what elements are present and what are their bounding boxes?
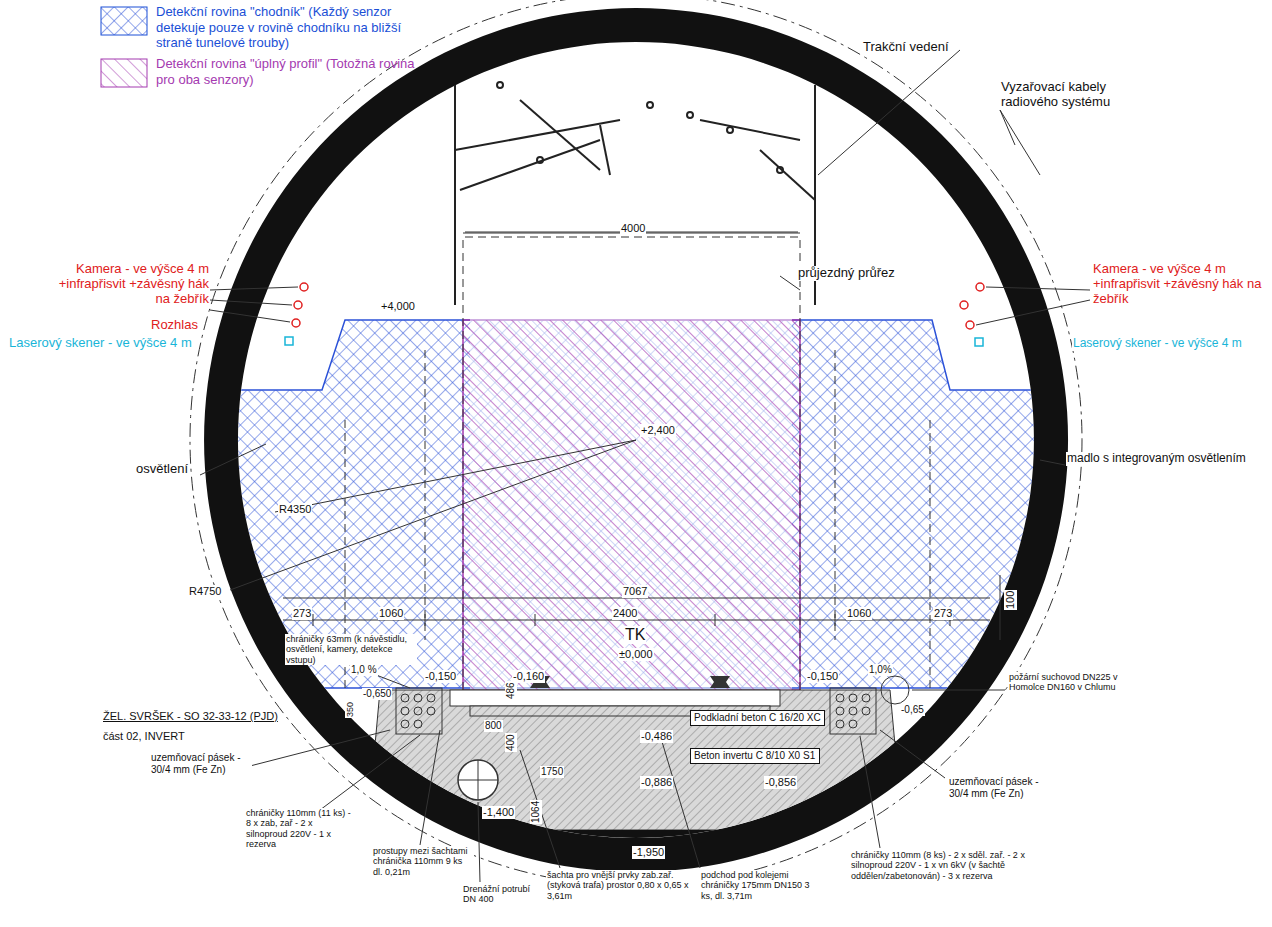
annotation-label: podchod pod kolejemi chráničky 175mm DN1… <box>700 870 817 901</box>
box-text: Podkladní beton C 16/20 XC <box>694 712 821 723</box>
annotation-label: -0,160 <box>512 670 545 683</box>
annotation-label: +2,400 <box>640 424 676 437</box>
annotation-label: 7067 <box>622 585 648 598</box>
annotation-label: chráničky 110mm (8 ks) - 2 x sděl. zař. … <box>850 850 1067 881</box>
annotation-label: ŽEL. SVRŠEK - SO 32-33-12 (PJD) <box>102 710 279 723</box>
dimension-text: 486 <box>505 681 517 700</box>
dimension-text: 350 <box>345 701 355 718</box>
tunnel-lining <box>204 8 1068 872</box>
annotation-label: prostupy mezi šachtami chránička 110mm 9… <box>372 846 474 877</box>
annotation-label: -0,150 <box>424 670 457 683</box>
annotation-label: +4,000 <box>380 300 416 313</box>
annotation-label: -0,486 <box>640 730 673 743</box>
annotation-label: Rozhlas <box>150 318 199 333</box>
annotation-label: požární suchovod DN225 v Homolce DN160 v… <box>1008 672 1130 693</box>
legend-text: Detekční rovina "úplný profil" (Totožná … <box>156 56 421 87</box>
outline-dash <box>190 0 1082 886</box>
box-text: Beton invertu C 8/10 X0 S1 <box>694 750 815 761</box>
annotation-label: -0,150 <box>806 670 839 683</box>
annotation-label: -0,886 <box>640 776 673 789</box>
annotation-label: 273 <box>292 607 312 620</box>
annotation-label: Kamera - ve výšce 4 m +infrapřisvit +záv… <box>40 262 210 307</box>
legend-swatch <box>100 6 148 36</box>
annotation-label: 1,0 % <box>350 664 378 676</box>
annotation-label: -1,400 <box>482 806 515 819</box>
annotation-label: 800 <box>484 720 503 732</box>
material-box: Beton invertu C 8/10 X0 S1 <box>690 748 820 764</box>
annotation-label: 4000 <box>620 222 646 235</box>
annotation-label: 1060 <box>378 607 404 620</box>
annotation-label: Laserový skener - ve výšce 4 m <box>1072 337 1243 351</box>
invert-concrete <box>370 690 900 830</box>
annotation-label: část 02, INVERT <box>102 730 186 743</box>
annotation-label: R4750 <box>188 585 222 598</box>
annotation-label: Laserový skener - ve výšce 4 m <box>8 336 193 351</box>
annotation-label: průjezdný průřez <box>797 266 896 281</box>
annotation-label: 1750 <box>540 766 564 778</box>
dimension-text: 400 <box>505 733 517 752</box>
annotation-label: 1060 <box>846 607 872 620</box>
annotation-label: 2400 <box>612 607 638 620</box>
annotation-label: R4350 <box>278 503 312 516</box>
annotation-label: chráničky 63mm (k návěstidlu, osvětlení,… <box>285 634 417 665</box>
annotation-label: uzemňovací pásek - 30/4 mm (Fe Zn) <box>948 776 1060 799</box>
leader-lines <box>200 50 1090 882</box>
legend-text: Detekční rovina "chodník" (Každý senzor … <box>156 4 421 51</box>
annotation-label: uzemňovací pásek - 30/4 mm (Fe Zn) <box>150 752 252 775</box>
annotation-label: Drenážní potrubí DN 400 <box>462 884 544 905</box>
annotation-label: madlo s integrovaným osvětlením <box>1066 452 1247 466</box>
annotation-label: Kamera - ve výšce 4 m +infrapřisvit +záv… <box>1092 262 1264 307</box>
annotation-label: -0,65 <box>900 704 925 716</box>
annotation-label: 273 <box>933 607 953 620</box>
legend-swatch <box>100 58 148 88</box>
annotation-label: -0,650 <box>362 688 392 700</box>
annotation-label: Vyzařovací kabely radiového systému <box>1000 80 1132 110</box>
annotation-label: Trakční vedení <box>862 40 950 55</box>
full-profile-plane <box>463 320 800 690</box>
annotation-label: chráničky 110mm (11 ks) - 8 x zab, zař -… <box>245 808 357 849</box>
camera-symbols <box>292 283 984 329</box>
drain-pipe <box>458 760 498 800</box>
annotation-label: TK <box>624 626 646 644</box>
annotation-label: šachta pro vnější prvky zab.zař. (stykov… <box>546 870 698 901</box>
annotation-label: ±0,000 <box>618 648 654 661</box>
catenary <box>455 82 815 305</box>
annotation-label: -1,950 <box>632 846 665 859</box>
annotation-label: 1,0% <box>868 664 893 676</box>
annotation-label: -0,856 <box>764 776 797 789</box>
dimension-text: 1064 <box>530 800 542 824</box>
dimension-text: 100 <box>1004 590 1017 610</box>
material-box: Podkladní beton C 16/20 XC <box>690 710 825 726</box>
annotation-label: osvětlení <box>135 462 189 477</box>
